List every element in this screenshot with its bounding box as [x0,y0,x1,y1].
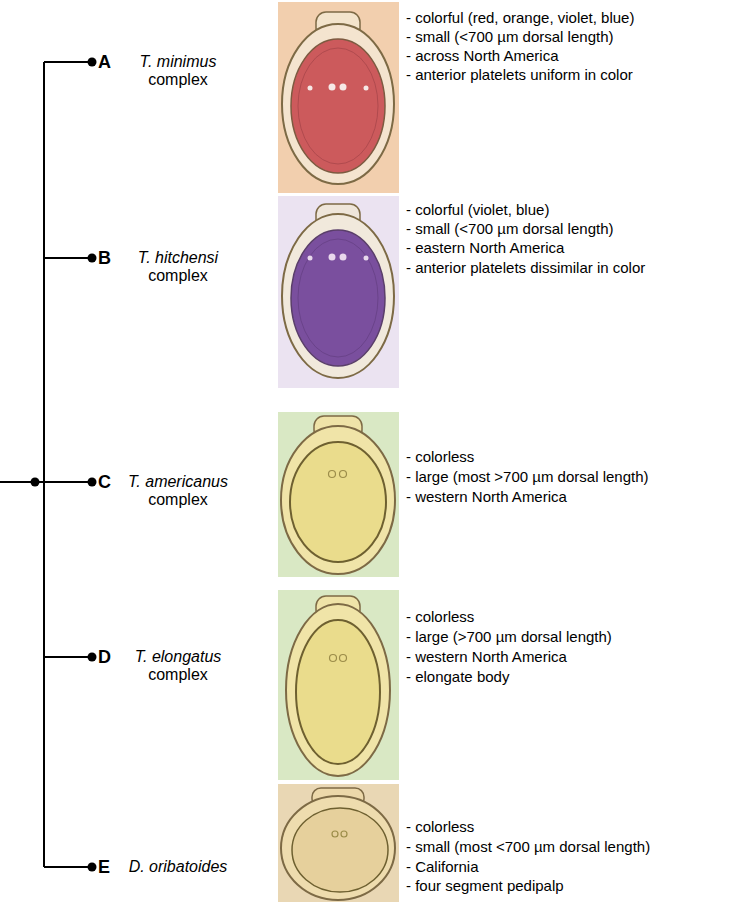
taxon-rank: complex [148,71,208,89]
tip-dot [88,863,97,872]
trait-text: - large (>700 µm dorsal length) [406,628,612,646]
branch-line [44,257,92,259]
taxon-rank: complex [148,491,208,509]
shell-outline [281,796,395,900]
trait-text: - western North America [406,648,567,666]
tip-dot [88,653,97,662]
taxon-rank: complex [148,666,208,684]
micrograph [278,196,399,388]
trait-text: - across North America [406,47,559,65]
dorsal-plate [290,442,386,562]
clade-letter: B [98,247,111,269]
trait-text: - anterior platelets dissimilar in color [406,259,645,277]
tree-dots [31,58,97,872]
root-dot [31,478,40,487]
micrograph-ground [278,196,399,388]
trunk-line [43,62,45,867]
dorsal-plate [292,808,388,892]
micrograph [278,784,399,902]
trait-text: - large (most >700 µm dorsal length) [406,468,649,486]
taxon-name: D. oribatoides [129,858,228,876]
micrograph [278,590,399,780]
trait-text: - colorless [406,448,474,466]
branch-line [44,61,92,63]
tree-lines [0,62,92,867]
eye-spots [329,471,347,478]
plate-texture [298,48,378,164]
eye-spots [332,831,347,837]
trait-text: - colorful (violet, blue) [406,201,549,219]
taxon-name: T. elongatus [135,648,222,666]
micrograph [278,412,399,577]
trait-text: - anterior platelets uniform in color [406,66,633,84]
branch-line [44,656,92,658]
micrograph-ground [278,590,399,780]
branch-line [44,866,92,868]
eye-spots [308,84,369,91]
taxon-name: T. americanus [128,473,228,491]
clade-letter: E [98,856,110,878]
dorsal-plate [291,39,385,173]
shell-outline [282,214,394,378]
dorsal-plate [296,620,380,764]
micrograph [278,2,399,193]
tip-dot [88,478,97,487]
dorsal-plate [291,230,385,366]
tip-dot [88,58,97,67]
tip-dot [88,254,97,263]
trait-text: - western North America [406,488,567,506]
trait-text: - small (<700 µm dorsal length) [406,220,613,238]
trait-text: - four segment pedipalp [406,877,564,895]
clade-letter: A [98,51,111,73]
shell-outline [282,24,394,184]
trait-text: - small (most <700 µm dorsal length) [406,838,650,856]
micrograph-ground [278,784,399,902]
taxon-name: T. hitchensi [138,249,218,267]
eye-spots [330,655,347,662]
clade-letter: D [98,646,111,668]
taxon-rank: complex [148,267,208,285]
shell-outline [281,426,395,574]
micrograph-ground [278,2,399,193]
trait-text: - colorless [406,608,474,626]
trait-text: - colorful (red, orange, violet, blue) [406,9,634,27]
trait-text: - eastern North America [406,239,564,257]
eye-spots [308,254,369,261]
trait-text: - colorless [406,818,474,836]
trait-text: - small (<700 µm dorsal length) [406,28,613,46]
trait-text: - California [406,858,479,876]
plate-texture [298,239,378,357]
clade-letter: C [98,471,111,493]
shell-outline [286,604,390,776]
taxon-name: T. minimus [140,53,217,71]
trait-text: - elongate body [406,668,509,686]
branch-line [44,481,92,483]
micrograph-ground [278,412,399,577]
